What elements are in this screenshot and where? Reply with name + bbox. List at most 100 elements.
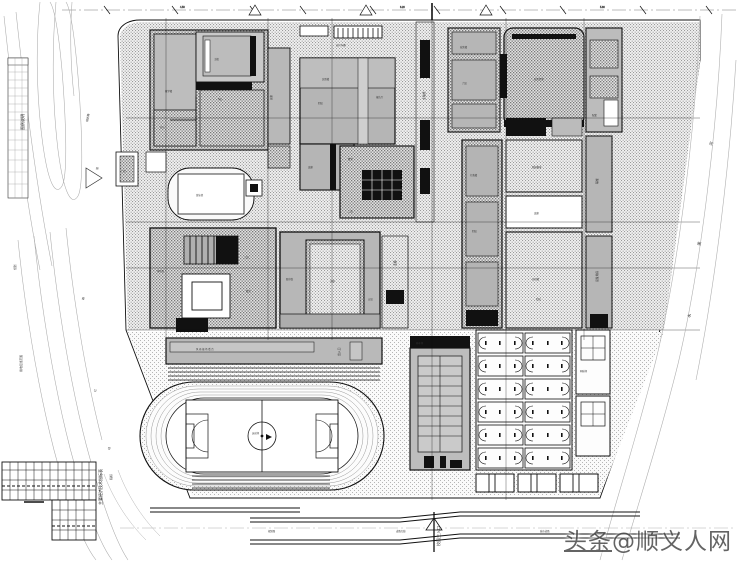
tennis-courts[interactable]: 网球场 [575, 329, 611, 457]
track-and-field[interactable]: 运动场 [139, 381, 385, 491]
schedule-table-title: 主要经济技术指标表 [97, 469, 103, 505]
building-ne-sub[interactable] [506, 117, 583, 137]
svg-text:二层: 二层 [348, 209, 353, 213]
building-b3b-dorm-plaza[interactable]: 宿舍院落 [500, 27, 585, 127]
building-b8-grandstand[interactable]: 风 雨 操 场 看 台 出入口 [165, 337, 383, 365]
svg-text:看台: 看台 [246, 289, 251, 293]
svg-text:连廊: 连廊 [269, 95, 273, 100]
site-boundary [117, 19, 701, 499]
svg-text:5.80: 5.80 [600, 6, 605, 9]
schedule-table[interactable]: 主要经济技术指标表 指标 [1, 461, 113, 541]
svg-text:辅楼: 辅楼 [595, 178, 599, 184]
east-waterway-labels: 河 渠 水 [685, 141, 714, 319]
building-b3c-dorm-east[interactable]: 配套 [585, 27, 623, 133]
svg-text:四层: 四层 [472, 229, 477, 233]
center-connector: 连廊 [381, 235, 409, 329]
svg-text:游泳池: 游泳池 [196, 193, 204, 197]
svg-text:六层: 六层 [462, 81, 467, 85]
building-b3-dorm[interactable]: 宿舍楼 六层 [447, 27, 501, 133]
building-b6-admin[interactable]: 行政楼 四层 [461, 139, 503, 329]
badminton-courts[interactable] [475, 473, 599, 493]
pool-area[interactable]: 游泳池 [167, 167, 263, 221]
building-b7-library[interactable]: 图书馆 中庭 五层 [279, 231, 381, 329]
svg-text:河: 河 [707, 141, 714, 147]
svg-text:连廊: 连廊 [534, 211, 539, 215]
svg-text:配套: 配套 [592, 113, 597, 117]
svg-text:红: 红 [93, 389, 97, 393]
svg-text:主楼: 主楼 [214, 57, 219, 61]
svg-text:道: 道 [95, 167, 99, 171]
west-road-labels: 规划路 道 路 红 线 [81, 113, 111, 450]
building-east-block-b[interactable]: 连廊 [505, 195, 583, 229]
basketball-court-grid[interactable] [475, 329, 573, 471]
building-nw-small-1[interactable]: 门卫 [115, 151, 139, 187]
building-nw-small-2[interactable] [145, 151, 167, 173]
svg-text:办公: 办公 [160, 125, 165, 129]
svg-text:三层: 三层 [244, 255, 249, 259]
east-waterway [599, 13, 737, 561]
svg-text:连廊: 连廊 [393, 260, 397, 266]
bike-shed[interactable]: 自行车棚 [299, 25, 383, 47]
building-b5-gym[interactable]: 体育馆 三层 看台 [149, 227, 277, 332]
svg-text:道路红线: 道路红线 [396, 529, 406, 533]
building-b2-lab[interactable]: 实验楼 四层 报告厅 连廊 [299, 57, 396, 191]
dimension-staircase-west [103, 469, 161, 541]
svg-text:自行车棚: 自行车棚 [336, 43, 346, 47]
svg-text:用地红线范围: 用地红线范围 [19, 355, 23, 372]
west-direction-arrow [85, 167, 103, 189]
dimension-line-top: 4.50 6.20 5.80 [62, 3, 736, 20]
svg-text:设备用房: 设备用房 [595, 271, 599, 282]
grandstand-steps [168, 367, 380, 381]
svg-text:指标: 指标 [108, 474, 113, 480]
svg-text:实训楼: 实训楼 [532, 277, 540, 281]
building-east-edge-strip[interactable]: 辅楼 设备用房 [585, 135, 613, 329]
svg-text:规划: 规划 [13, 264, 17, 270]
svg-text:食堂: 食堂 [348, 157, 353, 161]
svg-text:体育馆: 体育馆 [157, 269, 165, 273]
svg-text:渠: 渠 [695, 241, 702, 247]
legend-panel[interactable]: 图例说明 [7, 57, 29, 199]
track-south-steps [192, 475, 330, 489]
central-corridor: 主轴线 [415, 21, 435, 223]
svg-text:四层: 四层 [536, 297, 541, 301]
svg-text:图书馆: 图书馆 [286, 277, 294, 281]
svg-text:实验楼: 实验楼 [322, 77, 330, 81]
building-b9-training[interactable]: 实训楼 四层 [505, 231, 583, 329]
svg-text:路: 路 [81, 297, 85, 301]
svg-text:规划路: 规划路 [268, 529, 276, 533]
svg-text:报告厅: 报告厅 [376, 95, 384, 99]
building-b1-teaching[interactable]: 教学楼 5层 办公 主楼 [149, 29, 269, 151]
south-road: 校园主入口 规划路 道路红线 城市道路 [120, 507, 736, 552]
svg-text:风 雨 操 场 看 台: 风 雨 操 场 看 台 [196, 347, 214, 351]
west-annotation-text: 规划 用地红线范围 [13, 264, 23, 372]
svg-text:宿舍院落: 宿舍院落 [534, 77, 544, 81]
svg-text:规划路: 规划路 [85, 113, 90, 122]
building-east-block-a[interactable]: 阶梯教室 [505, 139, 583, 193]
svg-text:中庭: 中庭 [330, 279, 335, 283]
svg-text:6.20: 6.20 [400, 6, 405, 9]
svg-text:出入口: 出入口 [337, 347, 341, 356]
svg-text:主轴线: 主轴线 [422, 91, 426, 100]
parking-deck[interactable]: 停车场 [409, 336, 471, 471]
svg-text:四层: 四层 [318, 101, 323, 105]
building-b1b-annex[interactable]: 连廊 [267, 47, 291, 169]
svg-text:教学楼: 教学楼 [165, 89, 173, 93]
svg-text:5层: 5层 [218, 97, 222, 101]
svg-text:停车场: 停车场 [416, 341, 424, 345]
building-b4-canteen[interactable]: 食堂 二层 [339, 145, 415, 219]
svg-text:五层: 五层 [368, 297, 373, 301]
svg-text:城市道路: 城市道路 [540, 529, 550, 533]
center-circle [247, 421, 277, 451]
svg-text:连廊: 连廊 [308, 165, 313, 169]
svg-text:4.50: 4.50 [180, 6, 185, 9]
svg-text:行政楼: 行政楼 [470, 173, 478, 177]
structural-grid [126, 18, 700, 500]
main-entrance-label: 校园主入口 [435, 526, 441, 546]
svg-text:宿舍楼: 宿舍楼 [460, 45, 468, 49]
svg-text:线: 线 [107, 447, 111, 451]
svg-text:水: 水 [685, 313, 692, 319]
svg-text:阶梯教室: 阶梯教室 [532, 165, 542, 169]
svg-text:网球场: 网球场 [580, 369, 588, 373]
